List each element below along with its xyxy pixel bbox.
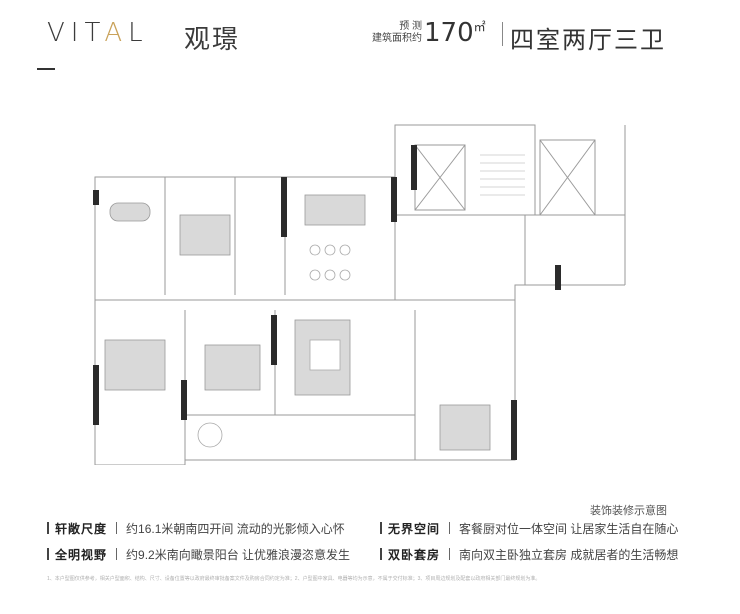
area-unit: ㎡ [473, 20, 486, 34]
feature-item: 双卧套房 南向双主卧独立套房 成就居者的生活畅想 [380, 546, 678, 563]
wall-solid [271, 315, 277, 365]
layout-type: 四室两厅三卫 [510, 26, 666, 54]
coffee-table [309, 339, 341, 371]
plan-caption: 装饰装修示意图 [590, 505, 667, 517]
floor-plan-drawing [93, 124, 626, 466]
area-value: 170㎡ [424, 18, 486, 48]
feature-item: 轩敞尺度 约16.1米朝南四开间 流动的光影倾入心怀 [47, 520, 345, 537]
feature-separator [449, 548, 451, 560]
feature-bar [380, 548, 382, 560]
feature-separator [116, 548, 118, 560]
wall-solid [181, 380, 187, 420]
feature-title: 双卧套房 [388, 548, 441, 562]
wall-solid [391, 177, 397, 222]
round-table [197, 422, 223, 448]
dining-chair [324, 244, 336, 256]
dining-chair [324, 269, 336, 281]
wall-solid [411, 145, 417, 190]
logo-accent-letter: A [104, 18, 129, 48]
wall-solid [93, 365, 99, 425]
header-rule [37, 68, 55, 70]
feature-desc: 约16.1米朝南四开间 流动的光影倾入心怀 [126, 522, 345, 536]
feature-bar [47, 548, 49, 560]
bed [439, 404, 491, 451]
feature-bar [380, 522, 382, 534]
balcony [184, 414, 416, 461]
wall [539, 139, 596, 216]
feature-desc: 南向双主卧独立套房 成就居者的生活畅想 [459, 548, 679, 562]
wall-solid [93, 190, 99, 205]
logo-prefix: VIT [47, 18, 105, 48]
feature-title: 全明视野 [55, 548, 108, 562]
dining-chair [309, 269, 321, 281]
header: VITAL 观璟 预 测 建筑面积约 170㎡ 四室两厅三卫 [0, 0, 740, 70]
project-name: 观璟 [184, 25, 241, 55]
feature-desc: 客餐厨对位一体空间 让居家生活自在随心 [459, 522, 679, 536]
kitchen-island [304, 194, 366, 226]
logo-suffix: L [128, 18, 149, 48]
area-number: 170 [424, 18, 474, 48]
wall-solid [511, 400, 517, 460]
feature-separator [449, 522, 451, 534]
feature-separator [116, 522, 118, 534]
disclaimer: 1、本户型图仅供参考，相关户型面积、结构、尺寸、设备位置等以政府最终审批备案文件… [47, 576, 541, 582]
floor-plan [85, 115, 645, 466]
header-divider [502, 22, 503, 46]
feature-title: 无界空间 [388, 522, 441, 536]
feature-item: 无界空间 客餐厨对位一体空间 让居家生活自在随心 [380, 520, 678, 537]
area-label-line1: 预 测 [399, 21, 422, 32]
wall [414, 144, 466, 211]
feature-bar [47, 522, 49, 534]
area-label: 预 测 建筑面积约 [372, 21, 422, 45]
wall-solid [281, 177, 287, 237]
dining-chair [339, 244, 351, 256]
area-block: 预 测 建筑面积约 170㎡ [372, 18, 502, 54]
feature-title: 轩敞尺度 [55, 522, 108, 536]
brand-logo: VITAL [47, 18, 149, 48]
feature-desc: 约9.2米南向瞰景阳台 让优雅浪漫恣意发生 [126, 548, 351, 562]
dining-chair [339, 269, 351, 281]
dining-chair [309, 244, 321, 256]
wall-solid [555, 265, 561, 290]
bathtub [109, 202, 151, 222]
bed [179, 214, 231, 256]
feature-item: 全明视野 约9.2米南向瞰景阳台 让优雅浪漫恣意发生 [47, 546, 350, 563]
bed [204, 344, 261, 391]
area-label-line2: 建筑面积约 [372, 33, 422, 44]
bed [104, 339, 166, 391]
